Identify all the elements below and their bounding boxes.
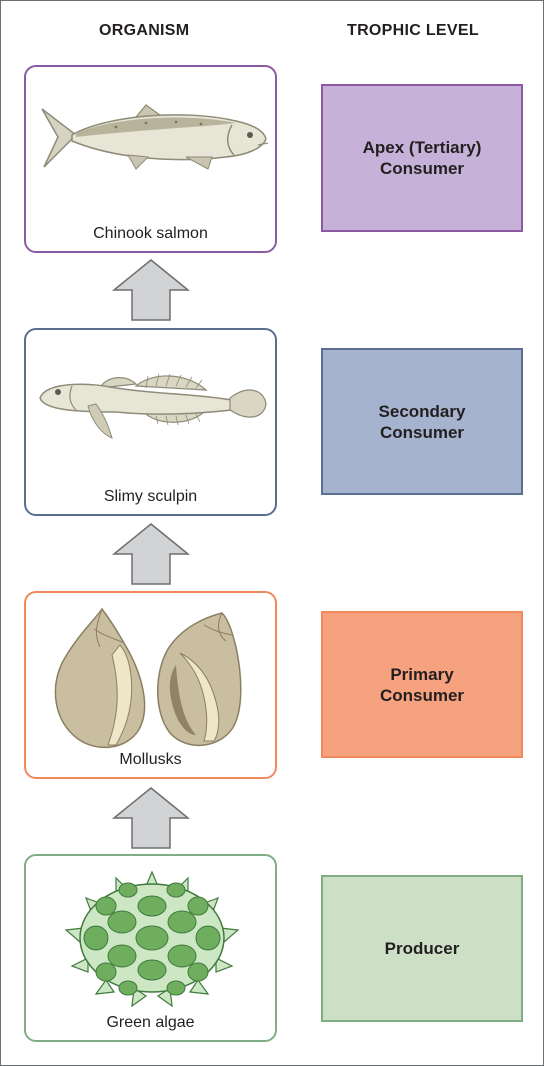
organism-label-slimy-sculpin: Slimy sculpin: [103, 488, 198, 505]
trophic-level-primary-consumer: Primary Consumer: [321, 611, 523, 758]
trophic-level-apex-consumer: Apex (Tertiary) Consumer: [321, 84, 523, 232]
sculpin-icon: [39, 373, 267, 439]
organism-label-green-algae: Green algae: [106, 1014, 195, 1031]
trophic-level-label-producer: Producer: [384, 939, 460, 958]
organism-box-slimy-sculpin: Slimy sculpin: [24, 328, 277, 516]
algae-icon: [64, 870, 240, 1008]
organism-label-chinook-salmon: Chinook salmon: [93, 225, 208, 242]
up-arrow-icon: [112, 523, 190, 585]
snail-shell-icon: [54, 607, 242, 749]
trophic-level-column-header: TROPHIC LEVEL: [347, 22, 479, 39]
trophic-level-label-primary: Primary Consumer: [379, 664, 465, 705]
up-arrow-icon: [112, 787, 190, 849]
trophic-level-label-secondary: Secondary Consumer: [378, 401, 466, 442]
trophic-level-secondary-consumer: Secondary Consumer: [321, 348, 523, 495]
up-arrow-icon: [112, 259, 190, 321]
trophic-level-producer: Producer: [321, 875, 523, 1022]
organism-label-mollusks: Mollusks: [119, 751, 182, 768]
organism-box-chinook-salmon: Chinook salmon: [24, 65, 277, 253]
salmon-icon: [41, 104, 268, 170]
trophic-level-label-apex: Apex (Tertiary) Consumer: [362, 138, 482, 178]
organism-column-header: ORGANISM: [99, 22, 190, 39]
organism-box-mollusks: Mollusks: [24, 591, 277, 779]
organism-box-green-algae: Green algae: [24, 854, 277, 1042]
